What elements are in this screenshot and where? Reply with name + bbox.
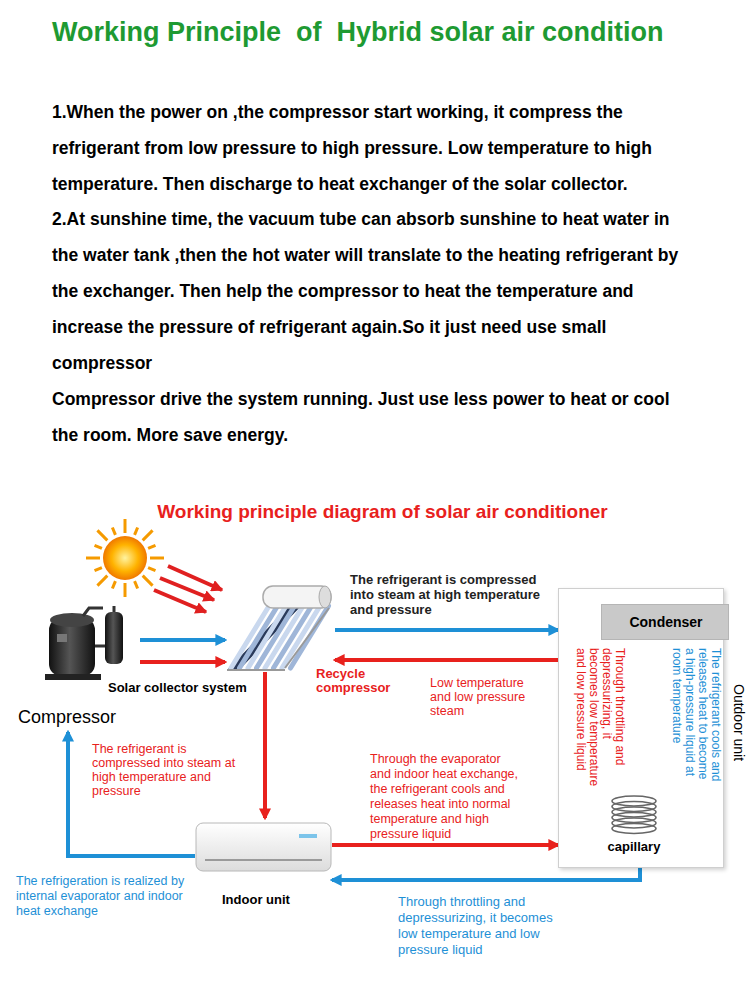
node-label: Solar collector system xyxy=(108,680,247,695)
sun-ray-arrows xyxy=(154,566,222,612)
flow-note: Through the evaporator and indoor heat e… xyxy=(370,752,522,842)
node-label: Outdoor unit xyxy=(731,684,747,794)
flow-note: Through throttling and depressurizing, i… xyxy=(398,894,570,958)
flow-arrow xyxy=(335,628,558,632)
compressor-unit: Compressor xyxy=(15,606,140,732)
flow-note: The refrigerant cools and releases heat … xyxy=(670,648,722,788)
node-label: capillary xyxy=(597,839,671,854)
flow-note: Low temperature and low pressure steam xyxy=(430,676,534,718)
node-label: Indoor unit xyxy=(222,892,290,907)
step-text: 2.At sunshine time, the vacuum tube can … xyxy=(52,201,697,381)
flow-note: The refrigerant is compressed into steam… xyxy=(350,572,556,617)
flow-arrow xyxy=(140,660,225,664)
condenser-box: Condenser xyxy=(601,604,729,640)
flow-note: Through throttling and depressurizing, i… xyxy=(574,648,626,788)
sun-symbol xyxy=(86,519,164,597)
flow-arrow xyxy=(263,672,267,818)
note-text: Compressor drive the system running. Jus… xyxy=(52,381,697,453)
part-label: Recycle compressor xyxy=(316,667,408,695)
flow-note: The refrigerant is compressed into steam… xyxy=(92,742,258,798)
diagram-heading: Working principle diagram of solar air c… xyxy=(90,500,675,524)
solar-collector: Solar collector system xyxy=(225,582,335,672)
node-label: Compressor xyxy=(18,706,116,728)
capillary-coil: capillary xyxy=(597,793,671,859)
indoor-unit: Indoor unit xyxy=(195,818,332,884)
page-title: Working Principle of Hybrid solar air co… xyxy=(52,14,742,50)
flow-arrow xyxy=(332,868,640,880)
flow-arrow xyxy=(140,638,225,642)
flow-arrow xyxy=(335,658,558,662)
node-label: Condenser xyxy=(602,614,730,631)
flow-note: The refrigeration is realized by interna… xyxy=(16,874,188,919)
flow-arrow xyxy=(332,843,558,847)
step-text: 1.When the power on ,the compressor star… xyxy=(52,94,697,202)
